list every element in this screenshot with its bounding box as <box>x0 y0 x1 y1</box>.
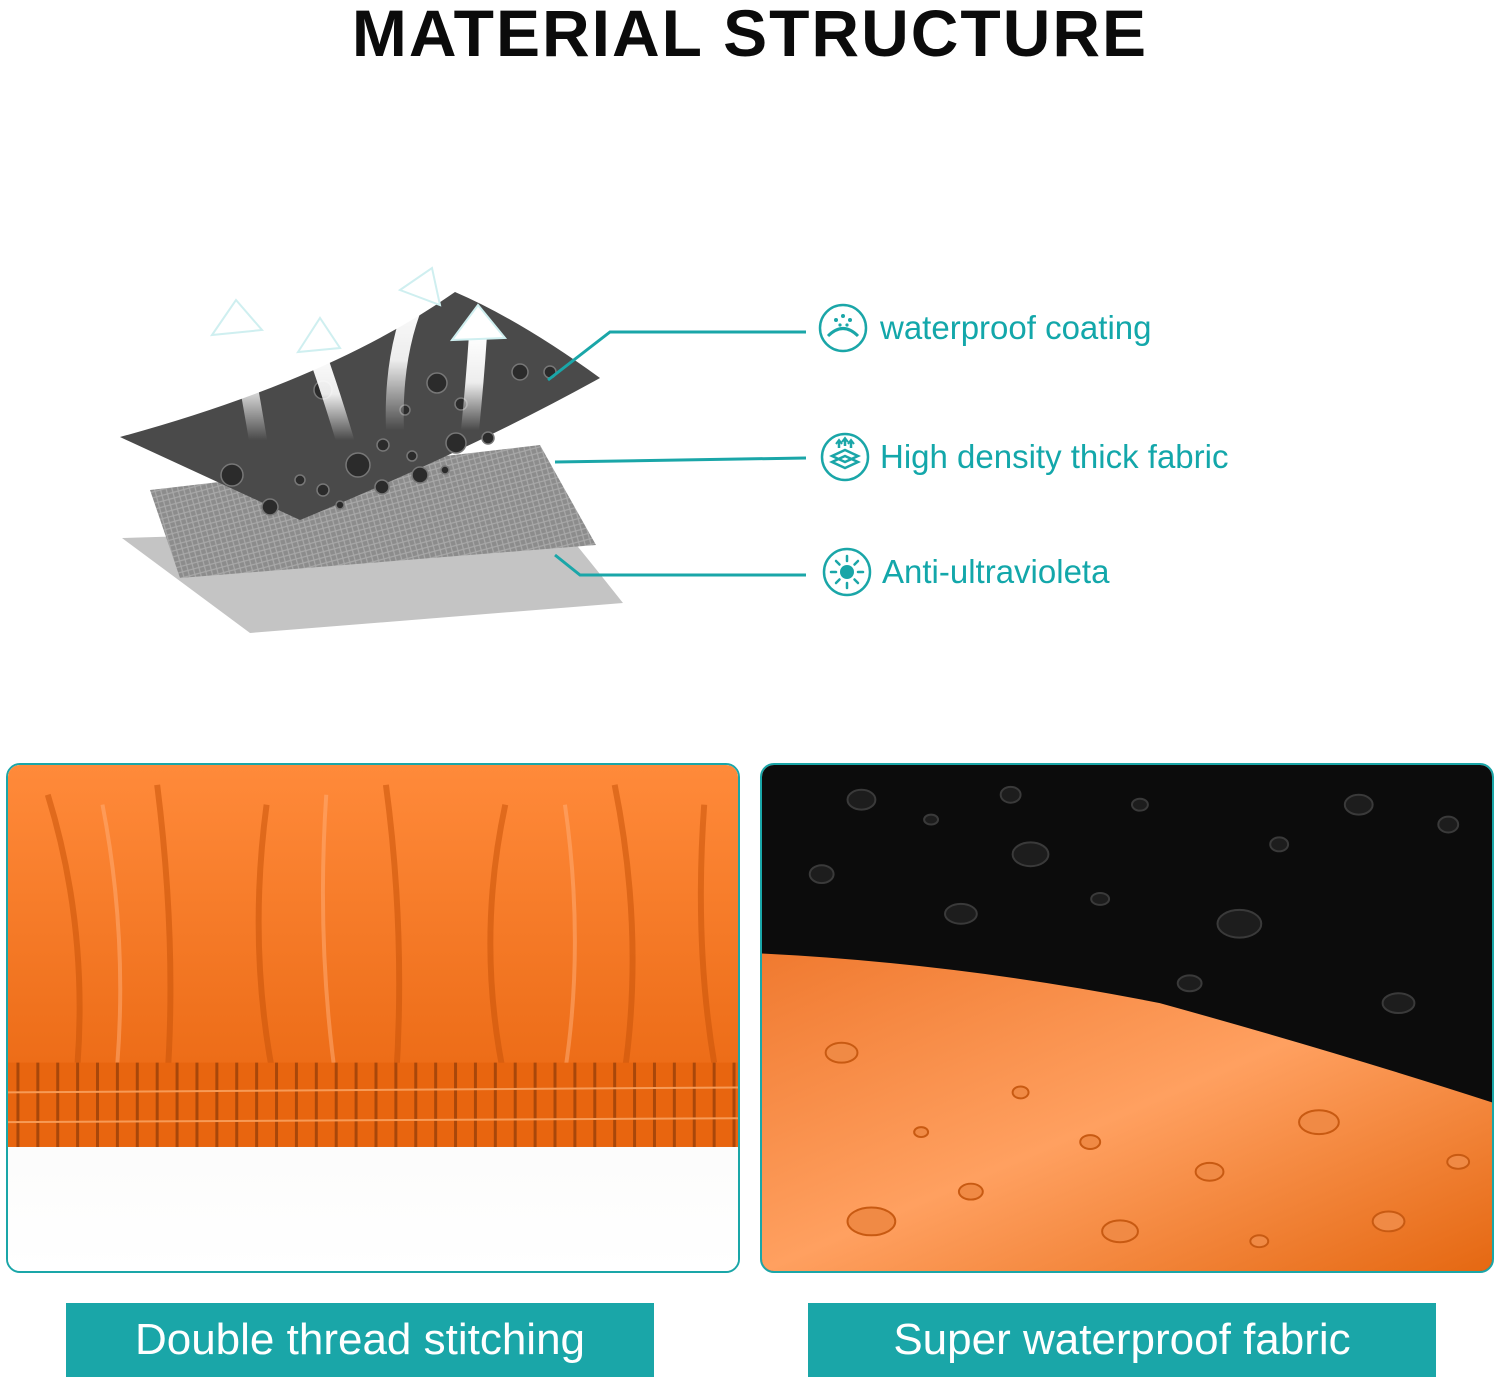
material-layer-diagram <box>120 266 807 633</box>
layer-label-anti-ultraviolet: Anti-ultravioleta <box>882 553 1110 590</box>
photo-double-stitching <box>6 763 740 1273</box>
layers-icon <box>820 432 870 482</box>
sun-icon <box>822 547 872 597</box>
rain-shield-icon <box>818 303 868 353</box>
leader-lines <box>547 330 807 577</box>
caption-waterproof-fabric: Super waterproof fabric <box>808 1303 1436 1377</box>
layer-label-waterproof-coating: waterproof coating <box>880 309 1152 346</box>
caption-double-stitching: Double thread stitching <box>66 1303 654 1377</box>
arrow-heads <box>209 266 508 354</box>
page-title: MATERIAL STRUCTURE <box>351 0 1149 70</box>
layer-label-high-density-fabric: High density thick fabric <box>880 438 1229 475</box>
photo-waterproof-fabric <box>760 763 1494 1273</box>
breathable-arrows <box>229 281 487 449</box>
